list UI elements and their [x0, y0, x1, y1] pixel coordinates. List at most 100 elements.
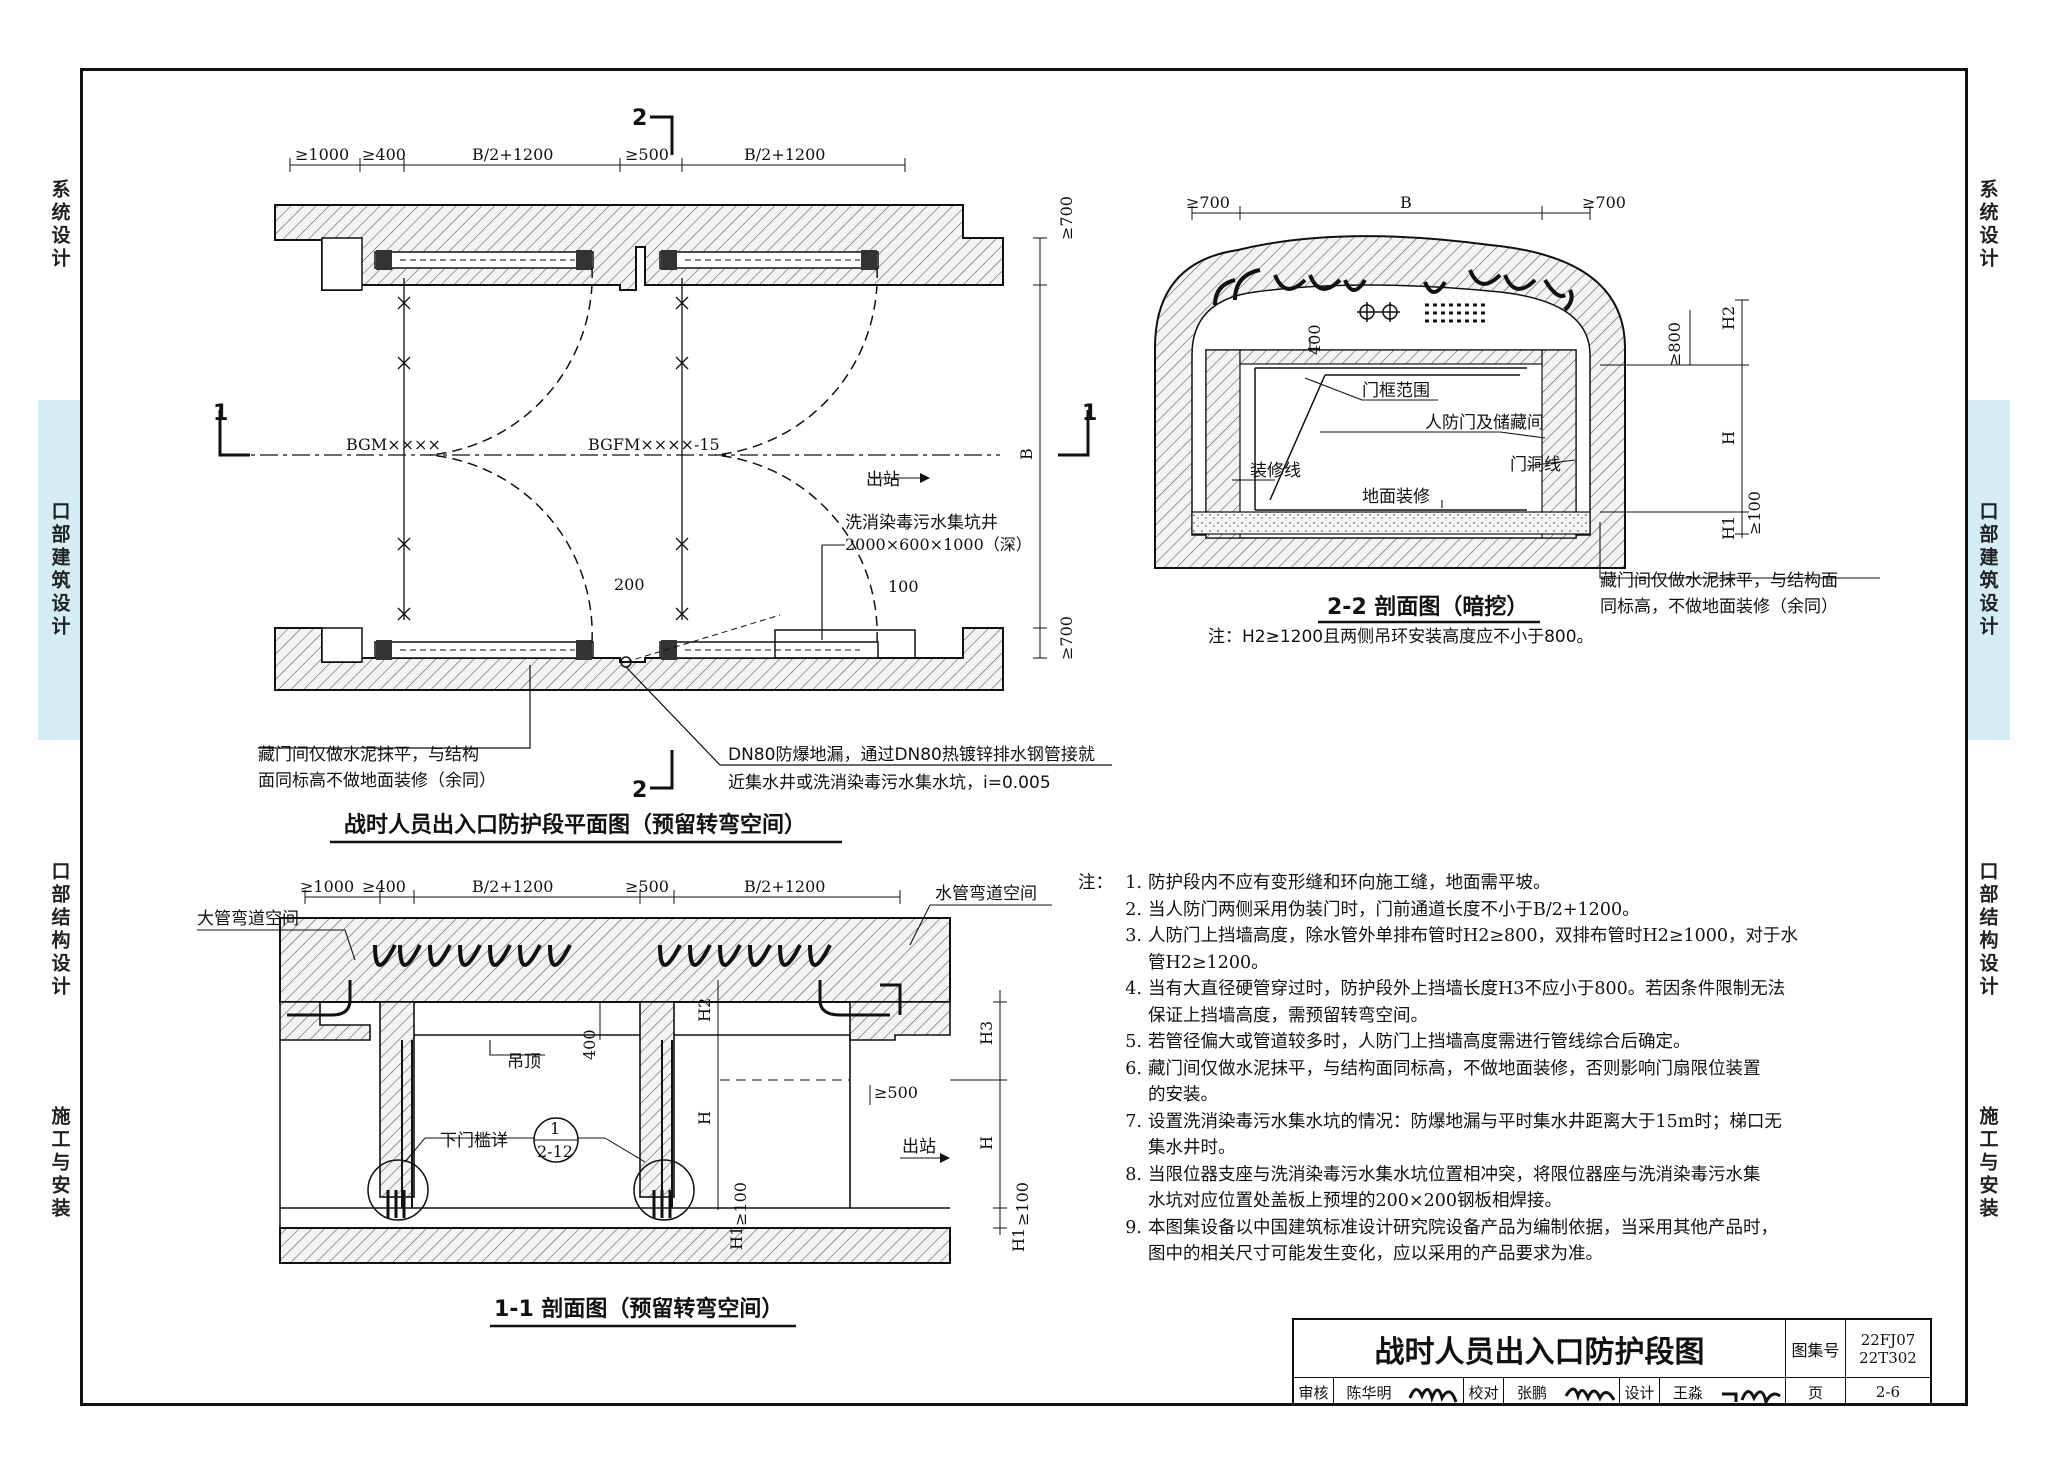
- note-lead: [1078, 1215, 1116, 1242]
- s11-dim-500-right: ≥500: [874, 1083, 918, 1102]
- s11-exit-label: 出站: [902, 1137, 936, 1157]
- s11-floor-slab: [279, 1227, 951, 1264]
- s11-dim-h3: H3: [977, 1021, 996, 1045]
- plan-dim-right-700-bottom: ≥700: [1057, 616, 1076, 660]
- page-label: 页: [1786, 1378, 1846, 1406]
- note-text: 当有大直径硬管穿过时，防护段外上挡墙长度H3不应小于800。若因条件限制无法: [1148, 979, 1786, 999]
- note-text: 图中的相关尺寸可能发生变化，应以采用的产品要求为准。: [1148, 1244, 1603, 1264]
- drawing-frame: [80, 68, 1968, 1406]
- general-notes: 注：1.防护段内不应有变形缝和环向施工缝，地面需平坡。2.当人防门两侧采用伪装门…: [1078, 870, 1878, 1268]
- section-mark-2-bottom: 2: [632, 778, 647, 803]
- checker-name: 张鹏: [1516, 1383, 1547, 1402]
- sump-pit: [774, 629, 916, 659]
- s22-label-finish: 装修线: [1250, 461, 1301, 481]
- side-tab-1[interactable]: 系统设计: [1966, 150, 2010, 300]
- s11-ref-num: 1: [550, 1119, 560, 1138]
- design-label: 设计: [1620, 1378, 1660, 1406]
- note-number: 4.: [1125, 979, 1142, 999]
- note-text: 本图集设备以中国建筑标准设计研究院设备产品为编制依据，当采用其他产品时，: [1148, 1217, 1778, 1238]
- note-lead: [1078, 1029, 1116, 1056]
- plan-dim-400: ≥400: [362, 145, 406, 164]
- s11-dim-500: ≥500: [625, 877, 669, 896]
- plan-callout-left-2: 面同标高不做地面装修（余同）: [258, 771, 496, 791]
- side-tab-4[interactable]: 施工与安装: [1966, 1068, 2010, 1258]
- note-text: 人防门上挡墙高度，除水管外单排布管时H2≥800，双排布管时H2≥1000，对于…: [1148, 926, 1799, 946]
- plan-dim-right-700-top: ≥700: [1057, 196, 1076, 240]
- side-tab-3[interactable]: 口部结构设计: [1966, 820, 2010, 1040]
- s11-pipes: [287, 980, 902, 1017]
- door-swing-1-bot: [429, 454, 593, 643]
- plan-sump-label-2: 2000×600×1000（深）: [845, 535, 1032, 554]
- note-line: 的安装。: [1078, 1082, 1878, 1109]
- plan-dim-right-b: B: [1017, 448, 1036, 460]
- note-line: 9. 本图集设备以中国建筑标准设计研究院设备产品为编制依据，当采用其他产品时，: [1078, 1215, 1878, 1242]
- note-lead: [1078, 1056, 1116, 1083]
- s11-wall-pier-1: [379, 1001, 415, 1198]
- side-tab-label: 口部结构设计: [48, 861, 71, 999]
- note-lead: [1078, 1109, 1116, 1136]
- s11-label-big-pipe: 大管弯道空间: [197, 909, 299, 929]
- s22-dim-h1: H1: [1719, 516, 1738, 540]
- s11-dim-h1-right: H1: [1009, 1228, 1028, 1252]
- plan-top-wall: [274, 204, 1004, 291]
- door-swing-1-top: [429, 267, 593, 456]
- note-number: 3.: [1125, 926, 1142, 946]
- side-tab-1[interactable]: 系统设计: [38, 150, 82, 300]
- note-number: 5.: [1125, 1032, 1142, 1052]
- note-line: 水坑对应位置处盖板上预埋的200×200钢板相焊接。: [1078, 1188, 1878, 1215]
- side-tab-3[interactable]: 口部结构设计: [38, 820, 82, 1040]
- note-number: 9.: [1125, 1217, 1142, 1238]
- checker-signature: [1560, 1378, 1620, 1406]
- note-text: 若管径偏大或管道较多时，人防门上挡墙高度需进行管线综合后确定。: [1148, 1032, 1691, 1052]
- note-lead: [1078, 1188, 1116, 1215]
- note-lead: [1078, 1135, 1116, 1162]
- check-label: 校对: [1464, 1378, 1504, 1406]
- s11-detail-circle-2: [633, 1159, 695, 1221]
- note-lead: [1078, 1162, 1116, 1189]
- atlas-no-label: 图集号: [1786, 1320, 1846, 1378]
- side-tab-label: 系统设计: [1976, 179, 1999, 271]
- s22-dim-800: ≥800: [1665, 322, 1684, 366]
- side-tab-2[interactable]: 口部建筑设计: [38, 400, 82, 740]
- door-frame-bottom-2: [659, 640, 879, 660]
- side-tab-4[interactable]: 施工与安装: [38, 1068, 82, 1258]
- note-text: 防护段内不应有变形缝和环向施工缝，地面需平坡。: [1148, 873, 1551, 893]
- note-line: 8.当限位器支座与洗消染毒污水集水坑位置相冲突，将限位器座与洗消染毒污水集: [1078, 1162, 1878, 1189]
- door-swing-2-top: [714, 267, 878, 456]
- note-number: [1116, 1003, 1148, 1030]
- s11-dim-400: ≥400: [362, 877, 406, 896]
- drawing-title: 战时人员出入口防护段图: [1294, 1320, 1786, 1378]
- note-line: 5. 若管径偏大或管道较多时，人防门上挡墙高度需进行管线综合后确定。: [1078, 1029, 1878, 1056]
- note-line: 图中的相关尺寸可能发生变化，应以采用的产品要求为准。: [1078, 1241, 1878, 1268]
- plan-callout-right-1: DN80防爆地漏，通过DN80热镀锌排水钢管接就: [728, 745, 1095, 765]
- s11-dim-100: ≥100: [731, 1182, 750, 1226]
- note-number: 2.: [1125, 899, 1142, 920]
- plan-title: 战时人员出入口防护段平面图（预留转弯空间）: [344, 812, 806, 838]
- plan-sump-label-1: 洗消染毒污水集坑井: [845, 513, 998, 533]
- door-swing-2-bot: [714, 454, 878, 643]
- s11-dim-100-right: ≥100: [1013, 1182, 1032, 1226]
- note-number: 7.: [1125, 1111, 1142, 1132]
- note-text: 藏门间仅做水泥抹平，与结构面同标高，不做地面装修，否则影响门扇限位装置: [1148, 1058, 1761, 1079]
- section-1-1: [197, 890, 1052, 1264]
- s22-dim-100: ≥100: [1745, 491, 1764, 535]
- note-number: [1116, 1082, 1148, 1109]
- s22-label-door: 人防门及储藏间: [1425, 413, 1544, 433]
- s11-label-sill: 下门槛详: [440, 1131, 508, 1151]
- note-number: 8.: [1125, 1164, 1142, 1185]
- side-tab-label: 系统设计: [48, 179, 71, 271]
- s11-dim-h-right: H: [977, 1136, 996, 1150]
- s11-dim-400-ceiling: 400: [580, 1029, 599, 1060]
- note-lead: [1078, 923, 1116, 950]
- atlas-no-2: 22T302: [1859, 1348, 1917, 1367]
- note-line: 2.当人防门两侧采用伪装门时，门前通道长度不小于B/2+1200。: [1078, 897, 1878, 924]
- s22-title: 2-2 剖面图（暗挖）: [1327, 594, 1528, 620]
- note-text: 保证上挡墙高度，需预留转弯空间。: [1148, 1005, 1428, 1026]
- page-no: 2-6: [1875, 1383, 1901, 1401]
- section-2-2: [1154, 206, 1880, 579]
- note-text: 设置洗消染毒污水集水坑的情况：防爆地漏与平时集水井距离大于15m时；梯口无: [1148, 1111, 1782, 1132]
- s11-title: 1-1 剖面图（预留转弯空间）: [494, 1296, 783, 1322]
- plan-door-label-1: BGM××××: [346, 435, 441, 454]
- note-lead: [1078, 1241, 1116, 1268]
- side-tab-2[interactable]: 口部建筑设计: [1966, 400, 2010, 740]
